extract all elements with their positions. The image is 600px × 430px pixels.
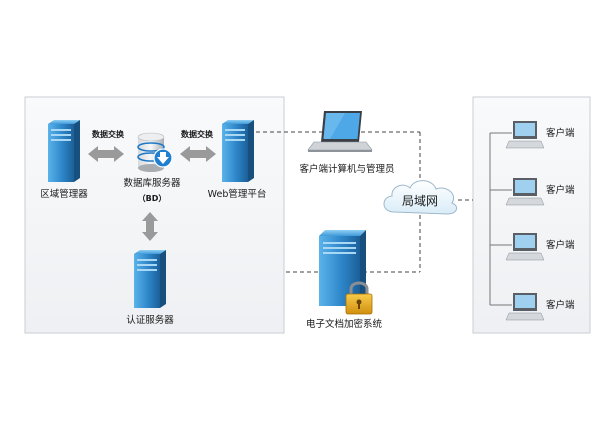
encryption-system-label: 电子文档加密系统 [306, 318, 383, 330]
encryption-system-server: 电子文档加密系统 [306, 230, 383, 330]
laptop-icon [307, 111, 373, 152]
client-list: 客户端 客户端 客户端 客户端 [505, 121, 575, 321]
desktop-computer-icon [505, 121, 545, 149]
server-icon [222, 120, 254, 182]
client-item: 客户端 [505, 121, 575, 149]
cloud-icon [383, 180, 458, 215]
server-icon [134, 250, 166, 308]
regional-manager-server: 区域管理器 [40, 120, 88, 200]
client-tree-lines [489, 132, 512, 306]
lan-cloud: 局域网 [383, 180, 458, 215]
server-icon [48, 120, 80, 182]
client-label: 客户端 [546, 299, 575, 311]
auth-server-label: 认证服务器 [126, 314, 174, 326]
database-icon [137, 132, 173, 172]
exchange-arrow-right: 数据交换 [180, 129, 216, 162]
desktop-computer-icon [505, 178, 545, 206]
auth-server: 认证服务器 [126, 250, 174, 326]
client-label: 客户端 [546, 127, 575, 139]
exchange-right-label: 数据交换 [181, 129, 214, 139]
exchange-arrow-left: 数据交换 [88, 129, 125, 162]
client-admin-label: 客户端计算机与管理员 [299, 163, 394, 175]
regional-manager-label: 区域管理器 [40, 188, 88, 200]
client-item: 客户端 [505, 178, 575, 206]
client-item: 客户端 [505, 233, 575, 261]
client-admin-laptop: 客户端计算机与管理员 [299, 111, 395, 175]
exchange-left-label: 数据交换 [92, 129, 125, 139]
web-platform-label: Web管理平台 [208, 188, 267, 200]
desktop-computer-icon [505, 293, 545, 321]
desktop-computer-icon [505, 233, 545, 261]
lock-icon [345, 281, 373, 315]
auth-link-arrow [142, 212, 158, 241]
lan-label: 局域网 [402, 194, 438, 208]
web-platform-server: Web管理平台 [208, 120, 267, 200]
client-item: 客户端 [505, 293, 575, 321]
database-server-label: 数据库服务器 [123, 177, 181, 189]
client-label: 客户端 [546, 184, 575, 196]
client-label: 客户端 [546, 239, 575, 251]
database-server: 数据库服务器 （BD） [123, 132, 181, 203]
bd-label: （BD） [138, 193, 167, 203]
